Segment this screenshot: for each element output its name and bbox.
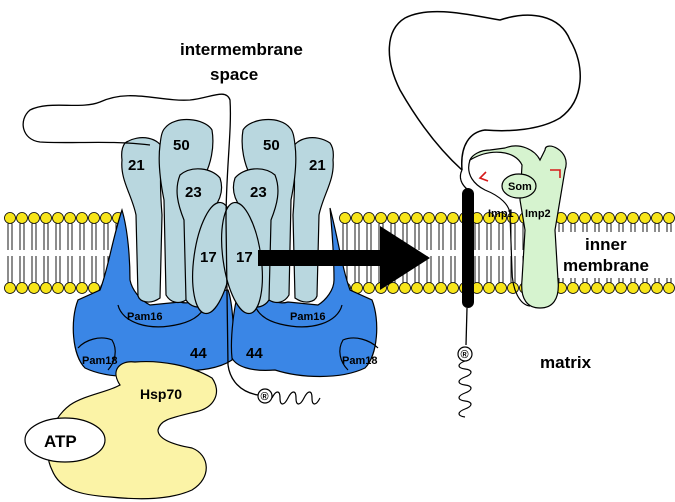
lipid-head xyxy=(65,213,76,224)
lipid-head xyxy=(436,283,447,294)
label-tim17-left: 17 xyxy=(200,249,217,266)
lipid-head xyxy=(652,283,663,294)
presequence-coil-right xyxy=(459,361,471,417)
lipid-head xyxy=(484,283,495,294)
lipid-head xyxy=(604,213,615,224)
lipid-head xyxy=(412,213,423,224)
lipid-head xyxy=(592,283,603,294)
lipid-head xyxy=(41,283,52,294)
lipid-head xyxy=(388,213,399,224)
lipid-head xyxy=(65,283,76,294)
label-inner: inner xyxy=(585,235,627,254)
label-pam16-right: Pam16 xyxy=(290,311,325,323)
presequence-coil-left xyxy=(272,392,320,404)
lipid-head xyxy=(616,213,627,224)
r-marker-left-text: ® xyxy=(261,391,269,403)
lipid-head xyxy=(568,283,579,294)
label-pam44-left: 44 xyxy=(190,345,207,362)
lipid-head xyxy=(448,213,459,224)
label-pam44-right: 44 xyxy=(246,345,263,362)
r-marker-right-text: ® xyxy=(461,349,469,361)
label-pam18-right: Pam18 xyxy=(342,355,377,367)
transmembrane-segment xyxy=(462,188,474,308)
lipid-head xyxy=(53,283,64,294)
lipid-head xyxy=(5,213,16,224)
lipid-head xyxy=(340,213,351,224)
label-tim50-left: 50 xyxy=(173,137,190,154)
lipid-head xyxy=(664,283,675,294)
precursor-tail-right xyxy=(466,308,467,345)
lipid-head xyxy=(77,213,88,224)
label-pam16-left: Pam16 xyxy=(127,311,162,323)
lipid-head xyxy=(628,283,639,294)
lipid-head xyxy=(400,283,411,294)
label-imp2: Imp2 xyxy=(525,208,551,220)
lipid-head xyxy=(29,283,40,294)
label-space: space xyxy=(210,65,258,84)
label-imp1: Imp1 xyxy=(488,208,514,220)
lipid-head xyxy=(436,213,447,224)
lipid-head xyxy=(604,283,615,294)
label-membrane: membrane xyxy=(563,256,649,275)
lipid-head xyxy=(616,283,627,294)
lipid-head xyxy=(652,213,663,224)
lipid-head xyxy=(628,213,639,224)
label-tim23-right: 23 xyxy=(250,184,267,201)
lipid-head xyxy=(376,213,387,224)
lipid-head xyxy=(640,283,651,294)
active-site-left xyxy=(480,172,488,181)
lipid-head xyxy=(568,213,579,224)
lipid-head xyxy=(352,213,363,224)
lipid-head xyxy=(41,213,52,224)
lipid-head xyxy=(17,213,28,224)
lipid-head xyxy=(388,283,399,294)
lipid-head xyxy=(424,213,435,224)
lipid-head xyxy=(101,213,112,224)
lipid-head xyxy=(640,213,651,224)
lipid-head xyxy=(448,283,459,294)
lipid-head xyxy=(664,213,675,224)
lipid-head xyxy=(29,213,40,224)
label-hsp70: Hsp70 xyxy=(140,386,182,402)
lipid-head xyxy=(580,213,591,224)
lipid-head xyxy=(77,283,88,294)
lipid-head xyxy=(364,213,375,224)
lipid-head xyxy=(400,213,411,224)
label-tim23-left: 23 xyxy=(185,184,202,201)
label-atp: ATP xyxy=(44,432,77,451)
lipid-head xyxy=(592,213,603,224)
label-matrix: matrix xyxy=(540,353,592,372)
lipid-head xyxy=(5,283,16,294)
precursor-linker-right xyxy=(460,170,468,190)
label-intermembrane: intermembrane xyxy=(180,40,303,59)
label-tim17-right: 17 xyxy=(236,249,253,266)
lipid-head xyxy=(412,283,423,294)
lipid-head xyxy=(580,283,591,294)
label-tim21-left: 21 xyxy=(128,157,145,174)
lipid-head xyxy=(53,213,64,224)
lipid-head xyxy=(89,213,100,224)
lipid-head xyxy=(364,283,375,294)
label-tim21-right: 21 xyxy=(309,157,326,174)
lipid-head xyxy=(496,283,507,294)
label-som: Som xyxy=(508,181,532,193)
lipid-head xyxy=(17,283,28,294)
lipid-head xyxy=(424,283,435,294)
label-pam18-left: Pam18 xyxy=(82,355,117,367)
label-tim50-right: 50 xyxy=(263,137,280,154)
